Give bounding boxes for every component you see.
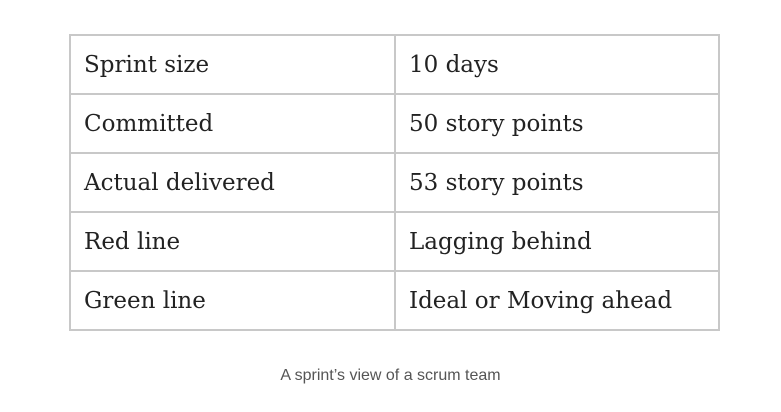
row-label-green-line: Green line [69, 270, 396, 331]
sprint-table-container: Sprint size 10 days Committed 50 story p… [69, 34, 720, 331]
table-row: Actual delivered 53 story points [69, 152, 720, 213]
row-label-sprint-size: Sprint size [69, 34, 396, 95]
row-label-actual-delivered: Actual delivered [69, 152, 396, 213]
table-row: Sprint size 10 days [69, 34, 720, 95]
row-value-committed: 50 story points [394, 93, 720, 154]
table-row: Committed 50 story points [69, 93, 720, 154]
row-value-red-line: Lagging behind [394, 211, 720, 272]
row-label-red-line: Red line [69, 211, 396, 272]
table-caption: A sprint’s view of a scrum team [280, 367, 501, 384]
row-value-actual-delivered: 53 story points [394, 152, 720, 213]
row-value-sprint-size: 10 days [394, 34, 720, 95]
sprint-table: Sprint size 10 days Committed 50 story p… [69, 34, 720, 331]
table-row: Green line Ideal or Moving ahead [69, 270, 720, 331]
table-row: Red line Lagging behind [69, 211, 720, 272]
row-label-committed: Committed [69, 93, 396, 154]
row-value-green-line: Ideal or Moving ahead [394, 270, 720, 331]
